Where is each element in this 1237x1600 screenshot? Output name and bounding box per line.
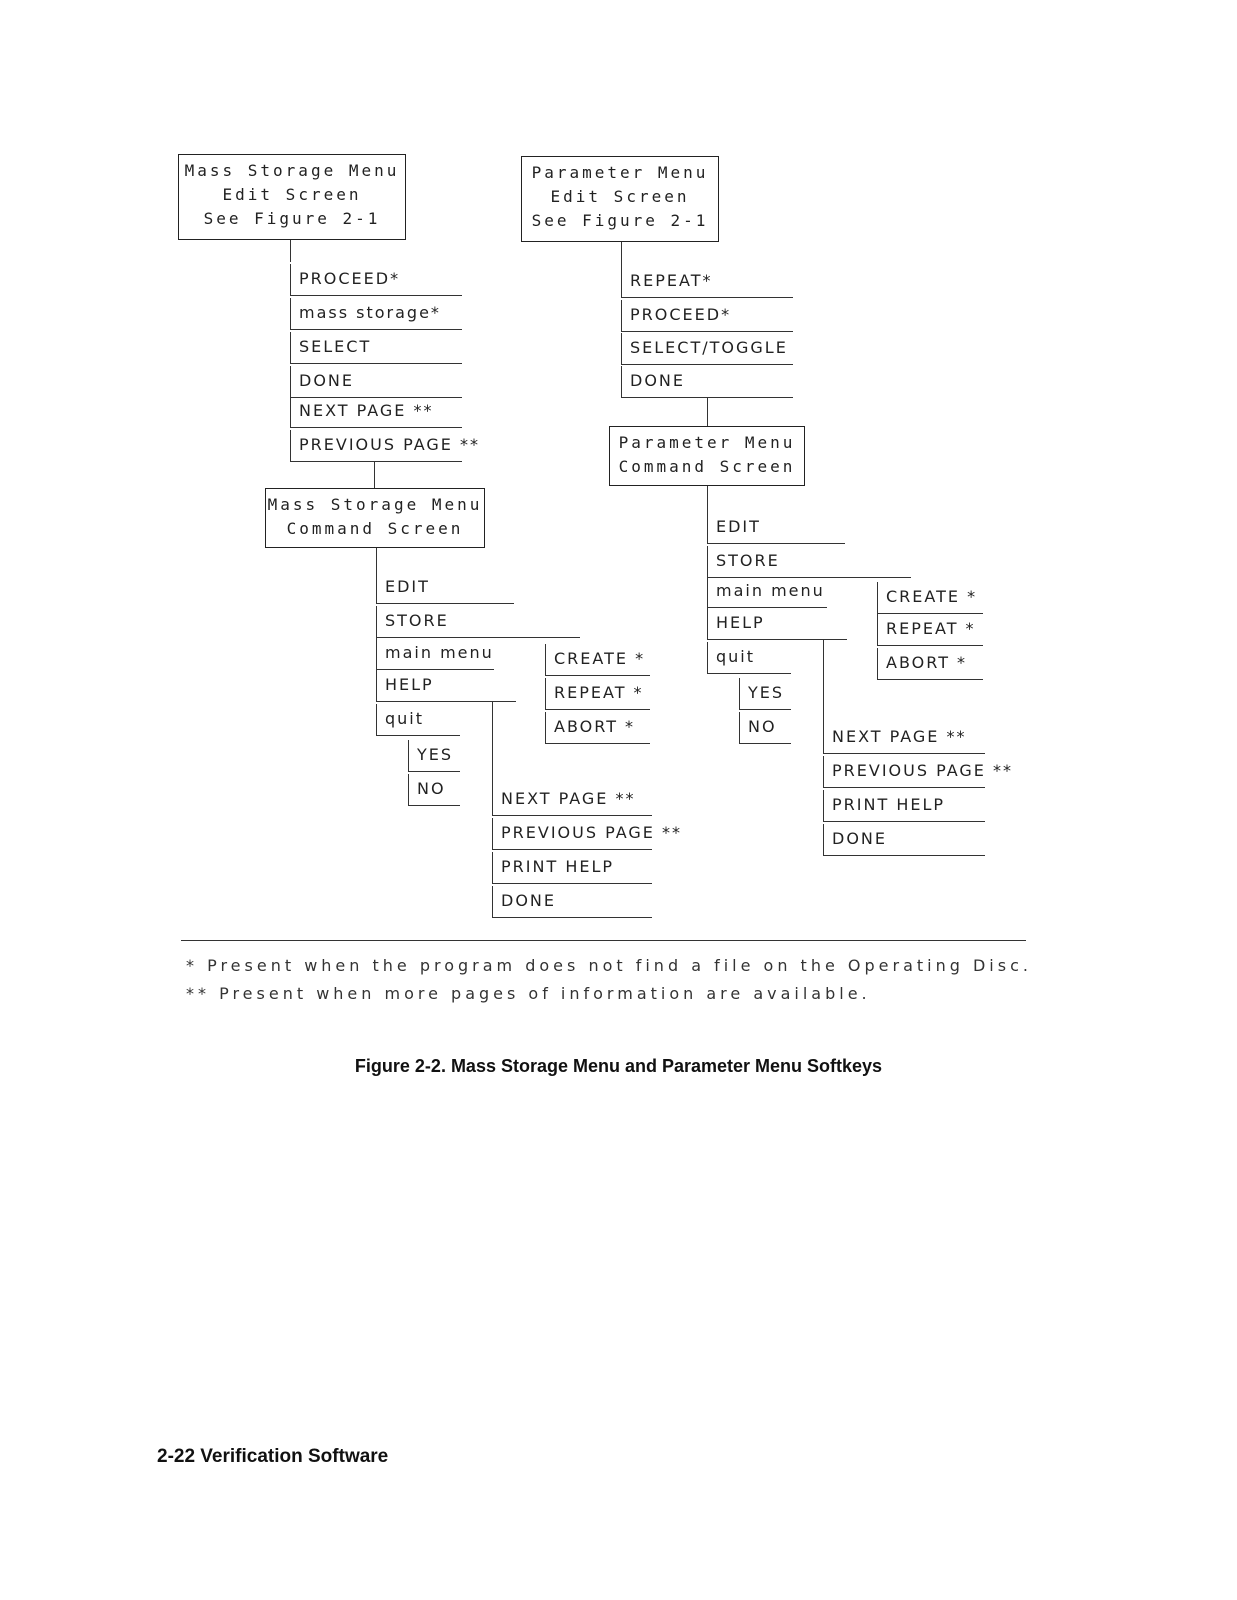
ms-edit-key-proceed[interactable]: PROCEED*	[290, 264, 462, 296]
param-edit-key-proceed[interactable]: PROCEED*	[621, 300, 793, 332]
ms-edit-key-previous-page[interactable]: PREVIOUS PAGE **	[290, 430, 478, 462]
param-help-key-previous-page[interactable]: PREVIOUS PAGE **	[823, 756, 1011, 788]
mass-storage-edit-screen-box: Mass Storage Menu Edit Screen See Figure…	[178, 154, 406, 240]
param-edit-key-select-toggle[interactable]: SELECT/TOGGLE	[621, 333, 793, 365]
ms-edit-key-done[interactable]: DONE	[290, 366, 462, 398]
ms-main-menu-key-repeat[interactable]: REPEAT *	[545, 678, 650, 710]
param-main-menu-key-create[interactable]: CREATE *	[877, 582, 983, 614]
connector	[376, 548, 377, 572]
ms-cmd-key-edit[interactable]: EDIT	[376, 572, 514, 604]
mass-storage-command-screen-box: Mass Storage Menu Command Screen	[265, 488, 485, 548]
footnote-divider	[181, 940, 1026, 941]
footnote-double-asterisk: ** Present when more pages of informatio…	[186, 984, 871, 1003]
ms-quit-key-no[interactable]: NO	[408, 774, 460, 806]
param-help-key-next-page[interactable]: NEXT PAGE **	[823, 722, 985, 754]
param-edit-key-done[interactable]: DONE	[621, 366, 793, 398]
connector	[823, 640, 824, 722]
ms-cmd-key-main-menu[interactable]: main menu	[376, 638, 494, 670]
ms-edit-key-mass-storage[interactable]: mass storage*	[290, 298, 462, 330]
ms-cmd-key-quit[interactable]: quit	[376, 704, 460, 736]
parameter-command-screen-box: Parameter Menu Command Screen	[609, 426, 805, 486]
param-main-menu-key-repeat[interactable]: REPEAT *	[877, 614, 983, 646]
ms-help-key-done[interactable]: DONE	[492, 886, 652, 918]
ms-edit-key-next-page[interactable]: NEXT PAGE **	[290, 396, 462, 428]
param-main-menu-key-abort[interactable]: ABORT *	[877, 648, 983, 680]
param-help-key-done[interactable]: DONE	[823, 824, 985, 856]
param-cmd-key-help[interactable]: HELP	[707, 608, 847, 640]
ms-help-key-print-help[interactable]: PRINT HELP	[492, 852, 652, 884]
ms-main-menu-key-create[interactable]: CREATE *	[545, 644, 650, 676]
param-cmd-key-main-menu[interactable]: main menu	[707, 576, 827, 608]
connector	[621, 242, 622, 266]
connector	[707, 398, 708, 426]
param-help-key-print-help[interactable]: PRINT HELP	[823, 790, 985, 822]
ms-help-key-next-page[interactable]: NEXT PAGE **	[492, 784, 652, 816]
ms-edit-key-select[interactable]: SELECT	[290, 332, 462, 364]
param-quit-key-no[interactable]: NO	[739, 712, 791, 744]
ms-quit-key-yes[interactable]: YES	[408, 740, 460, 772]
ms-cmd-key-help[interactable]: HELP	[376, 670, 516, 702]
parameter-edit-screen-box: Parameter Menu Edit Screen See Figure 2-…	[521, 156, 719, 242]
param-cmd-key-quit[interactable]: quit	[707, 642, 791, 674]
ms-main-menu-key-abort[interactable]: ABORT *	[545, 712, 650, 744]
ms-cmd-key-store[interactable]: STORE	[376, 606, 580, 638]
connector	[707, 486, 708, 512]
param-quit-key-yes[interactable]: YES	[739, 678, 791, 710]
connector	[290, 240, 291, 262]
param-cmd-key-edit[interactable]: EDIT	[707, 512, 845, 544]
ms-help-key-previous-page[interactable]: PREVIOUS PAGE **	[492, 818, 680, 850]
param-cmd-key-store[interactable]: STORE	[707, 546, 911, 578]
connector	[492, 702, 493, 784]
figure-caption: Figure 2-2. Mass Storage Menu and Parame…	[354, 1056, 883, 1076]
footnote-single-asterisk: * Present when the program does not find…	[186, 956, 1032, 975]
connector	[374, 462, 375, 488]
param-edit-key-repeat[interactable]: REPEAT*	[621, 266, 793, 298]
page-footer: 2-22 Verification Software	[157, 1446, 389, 1467]
